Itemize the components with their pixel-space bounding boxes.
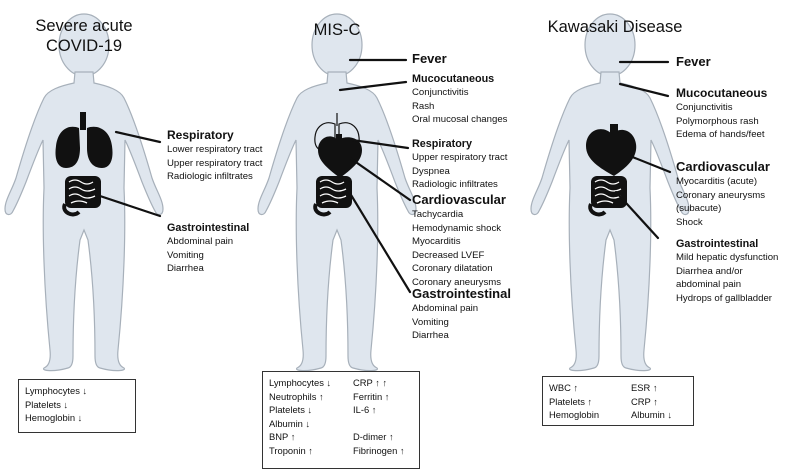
- title-kawasaki: Kawasaki Disease: [547, 18, 683, 36]
- labs-box-misc: Lymphocytes ↓ Neutrophils ↑ Platelets ↓ …: [262, 371, 420, 469]
- label-misc-cardiovascular: Cardiovascular Tachycardia Hemodynamic s…: [412, 192, 506, 288]
- label-kawasaki-gastrointestinal: Gastrointestinal Mild hepatic dysfunctio…: [676, 238, 779, 304]
- heart-icon: [318, 134, 362, 178]
- label-misc-fever: Fever: [412, 51, 447, 66]
- label-kawasaki-cardiovascular: Cardiovascular Myocarditis (acute) Coron…: [676, 159, 770, 228]
- pointer-lines: [98, 58, 672, 294]
- label-misc-gastrointestinal: Gastrointestinal Abdominal pain Vomiting…: [412, 286, 511, 342]
- label-misc-respiratory: Respiratory Upper respiratory tract Dysp…: [412, 138, 508, 191]
- labs-box-covid: Lymphocytes ↓ Platelets ↓ Hemoglobin ↓: [18, 379, 136, 433]
- title-misc: MIS-C: [313, 21, 361, 39]
- heart-icon-kawasaki: [586, 124, 637, 176]
- label-kawasaki-fever: Fever: [676, 54, 711, 69]
- label-covid-respiratory: Respiratory Lower respiratory tract Uppe…: [167, 128, 263, 183]
- lungs-icon: [55, 112, 113, 168]
- title-severe-covid: Severe acute COVID-19: [35, 17, 133, 55]
- label-kawasaki-mucocutaneous: Mucocutaneous Conjunctivitis Polymorphou…: [676, 86, 768, 141]
- labs-box-kawasaki: WBC ↑ Platelets ↑ Hemoglobin ESR ↑ CRP ↑…: [542, 376, 694, 426]
- label-covid-gastrointestinal: Gastrointestinal Abdominal pain Vomiting…: [167, 222, 250, 275]
- label-misc-mucocutaneous: Mucocutaneous Conjunctivitis Rash Oral m…: [412, 73, 508, 126]
